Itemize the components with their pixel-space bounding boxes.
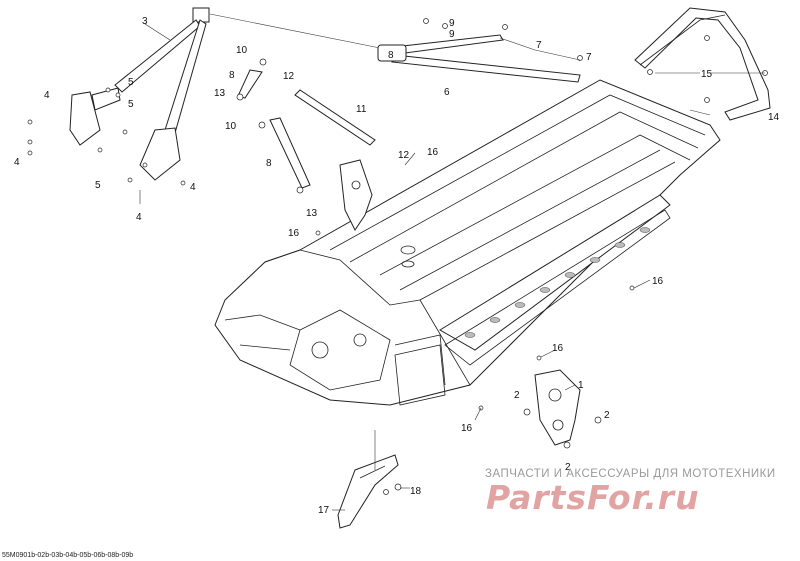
callout-7: 7 — [536, 40, 542, 51]
callout-13: 13 — [306, 208, 318, 219]
bracket-1 — [534, 369, 581, 446]
callout-12: 12 — [283, 71, 295, 82]
callout-12: 12 — [398, 150, 410, 161]
fasteners — [27, 18, 768, 495]
chassis-tunnel — [214, 79, 721, 406]
callout-9: 9 — [449, 18, 455, 29]
callout-16: 16 — [652, 276, 664, 287]
callout-13: 13 — [214, 88, 226, 99]
callout-10: 10 — [225, 121, 237, 132]
callout-18: 18 — [410, 486, 422, 497]
callout-11: 11 — [356, 104, 367, 115]
callout-2: 2 — [565, 462, 571, 473]
callout-2: 2 — [604, 410, 610, 421]
callout-5: 5 — [128, 99, 134, 110]
callout-16: 16 — [552, 343, 564, 354]
callout-6: 6 — [444, 87, 450, 98]
callout-8: 8 — [388, 50, 394, 61]
callout-5: 5 — [95, 180, 101, 191]
struts — [237, 34, 581, 189]
callout-1: 1 — [578, 380, 584, 391]
callout-5: 5 — [128, 77, 134, 88]
callout-4: 4 — [44, 90, 50, 101]
callout-2: 2 — [514, 390, 520, 401]
callout-9: 9 — [449, 29, 455, 40]
figure-code: 55M0901b-02b-03b-04b-05b-06b-08b-09b — [2, 552, 134, 559]
steering-support-frame — [69, 7, 381, 181]
callout-4: 4 — [190, 182, 196, 193]
callout-3: 3 — [142, 16, 148, 27]
side-rail — [394, 194, 671, 406]
callout-4: 4 — [14, 157, 20, 168]
callout-17: 17 — [318, 505, 330, 516]
watermark-subtitle: ЗАПЧАСТИ И АКСЕССУАРЫ ДЛЯ МОТОТЕХНИКИ — [485, 468, 776, 480]
callout-16: 16 — [288, 228, 300, 239]
callout-16: 16 — [461, 423, 473, 434]
callout-8: 8 — [266, 158, 272, 169]
callout-10: 10 — [236, 45, 248, 56]
callout-15: 15 — [701, 69, 713, 80]
callout-4: 4 — [136, 212, 142, 223]
rear-bumper — [634, 7, 771, 121]
callout-14: 14 — [768, 112, 780, 123]
callout-8: 8 — [229, 70, 235, 81]
leader-lines — [139, 23, 765, 511]
bracket-17 — [337, 454, 399, 529]
callout-7: 7 — [586, 52, 592, 63]
callout-labels: 1 2 2 2 3 4 4 4 4 5 5 5 6 7 7 8 8 8 9 9 … — [14, 16, 780, 516]
center-plate — [339, 159, 373, 231]
callout-16: 16 — [427, 147, 439, 158]
watermark-logo: PartsFor.ru — [486, 478, 700, 517]
